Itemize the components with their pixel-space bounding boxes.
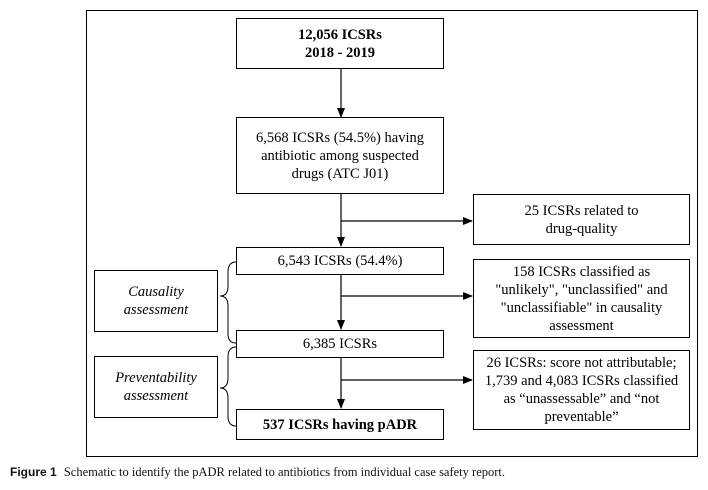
figure-label: Figure 1 — [10, 465, 57, 479]
antibiotic-icsrs-box: 6,568 ICSRs (54.5%) having antibiotic am… — [236, 117, 444, 194]
preventability-exclusion-box: 26 ICSRs: score not attributable; 1,739 … — [473, 350, 690, 430]
preventability-assessment-label: Preventability assessment — [115, 370, 197, 404]
after-causality-text: 6,385 ICSRs — [302, 336, 378, 352]
drug-quality-exclusion-text: 25 ICSRs related to drug-quality — [524, 202, 639, 237]
drug-quality-exclusion-box: 25 ICSRs related to drug-quality — [473, 194, 690, 245]
preventability-brace — [219, 346, 237, 427]
figure-caption: Figure 1 Schematic to identify the pADR … — [10, 465, 700, 480]
diagram-frame — [86, 10, 698, 457]
total-icsrs-text: 12,056 ICSRs 2018 - 2019 — [298, 26, 382, 61]
final-padr-text: 537 ICSRs having pADR — [262, 416, 418, 433]
causality-assessment-label: Causality assessment — [123, 284, 189, 318]
after-causality-box: 6,385 ICSRs — [236, 330, 444, 358]
total-icsrs-box: 12,056 ICSRs 2018 - 2019 — [236, 18, 444, 69]
final-padr-box: 537 ICSRs having pADR — [236, 409, 444, 440]
after-quality-box: 6,543 ICSRs (54.4%) — [236, 247, 444, 275]
caption-text: Schematic to identify the pADR related t… — [63, 465, 506, 479]
causality-brace — [219, 261, 237, 344]
causality-exclusion-text: 158 ICSRs classified as "unlikely", "unc… — [495, 263, 668, 334]
causality-exclusion-box: 158 ICSRs classified as "unlikely", "unc… — [473, 259, 690, 338]
causality-assessment-box: Causality assessment — [94, 270, 218, 332]
antibiotic-icsrs-text: 6,568 ICSRs (54.5%) having antibiotic am… — [256, 129, 424, 182]
preventability-assessment-box: Preventability assessment — [94, 356, 218, 418]
preventability-exclusion-text: 26 ICSRs: score not attributable; 1,739 … — [484, 355, 679, 425]
after-quality-text: 6,543 ICSRs (54.4%) — [277, 253, 403, 269]
